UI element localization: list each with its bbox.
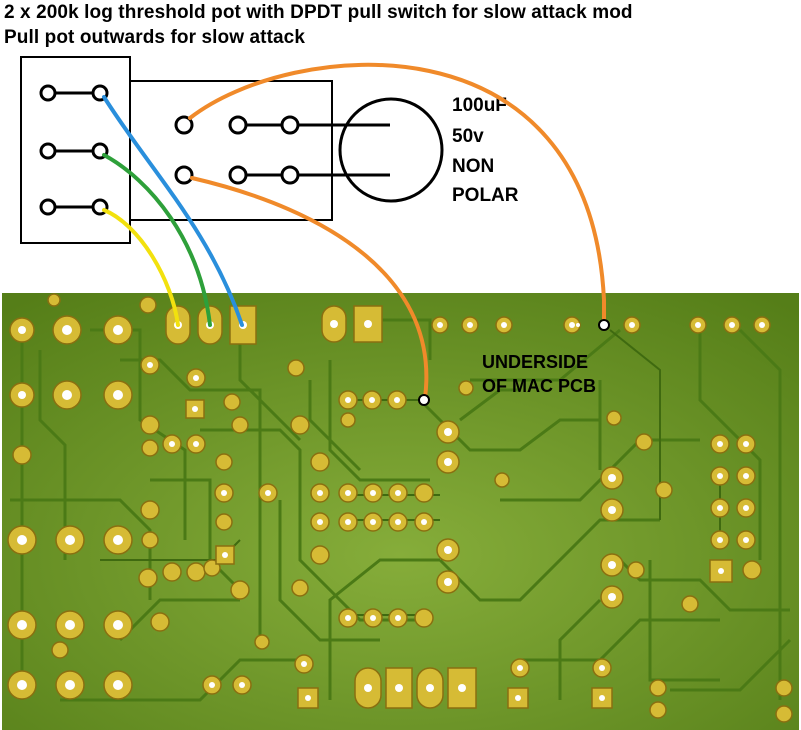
pcb-board (2, 293, 799, 730)
yellow-wire (102, 208, 180, 327)
pot-lug (174, 115, 194, 135)
pot-lug (228, 115, 248, 135)
switch-lug (39, 198, 57, 216)
orange-wire-upper (188, 62, 606, 324)
orange-wire-lower (190, 176, 429, 400)
capacitor: 100uF 50v NON POLAR (338, 95, 519, 206)
capacitor-label-type1: NON (452, 156, 494, 177)
capacitor-label-value: 100uF (452, 95, 507, 116)
pot-lug (280, 115, 300, 135)
pcb-label-line2: OF MAC PCB (482, 376, 596, 396)
blue-wire (102, 95, 244, 327)
pcb-drill-holes (17, 320, 765, 701)
capacitor-label-type2: POLAR (452, 185, 519, 206)
capacitor-body (338, 97, 444, 203)
pcb-label-line1: UNDERSIDE (482, 352, 588, 372)
pot-lug (280, 165, 300, 185)
switch-lug (39, 84, 57, 102)
pot-lug (228, 165, 248, 185)
pcb-traces (10, 318, 792, 702)
pot-lug (174, 165, 194, 185)
switch-lug (39, 142, 57, 160)
diagram-title: 2 x 200k log threshold pot with DPDT pul… (4, 2, 633, 23)
wire-endpoints (418, 319, 610, 406)
diagram-subtitle: Pull pot outwards for slow attack (4, 27, 306, 48)
pot-body (129, 80, 390, 221)
pcb-substrate (2, 293, 799, 730)
capacitor-label-voltage: 50v (452, 126, 484, 147)
green-wire (102, 153, 212, 327)
wires (102, 62, 606, 400)
